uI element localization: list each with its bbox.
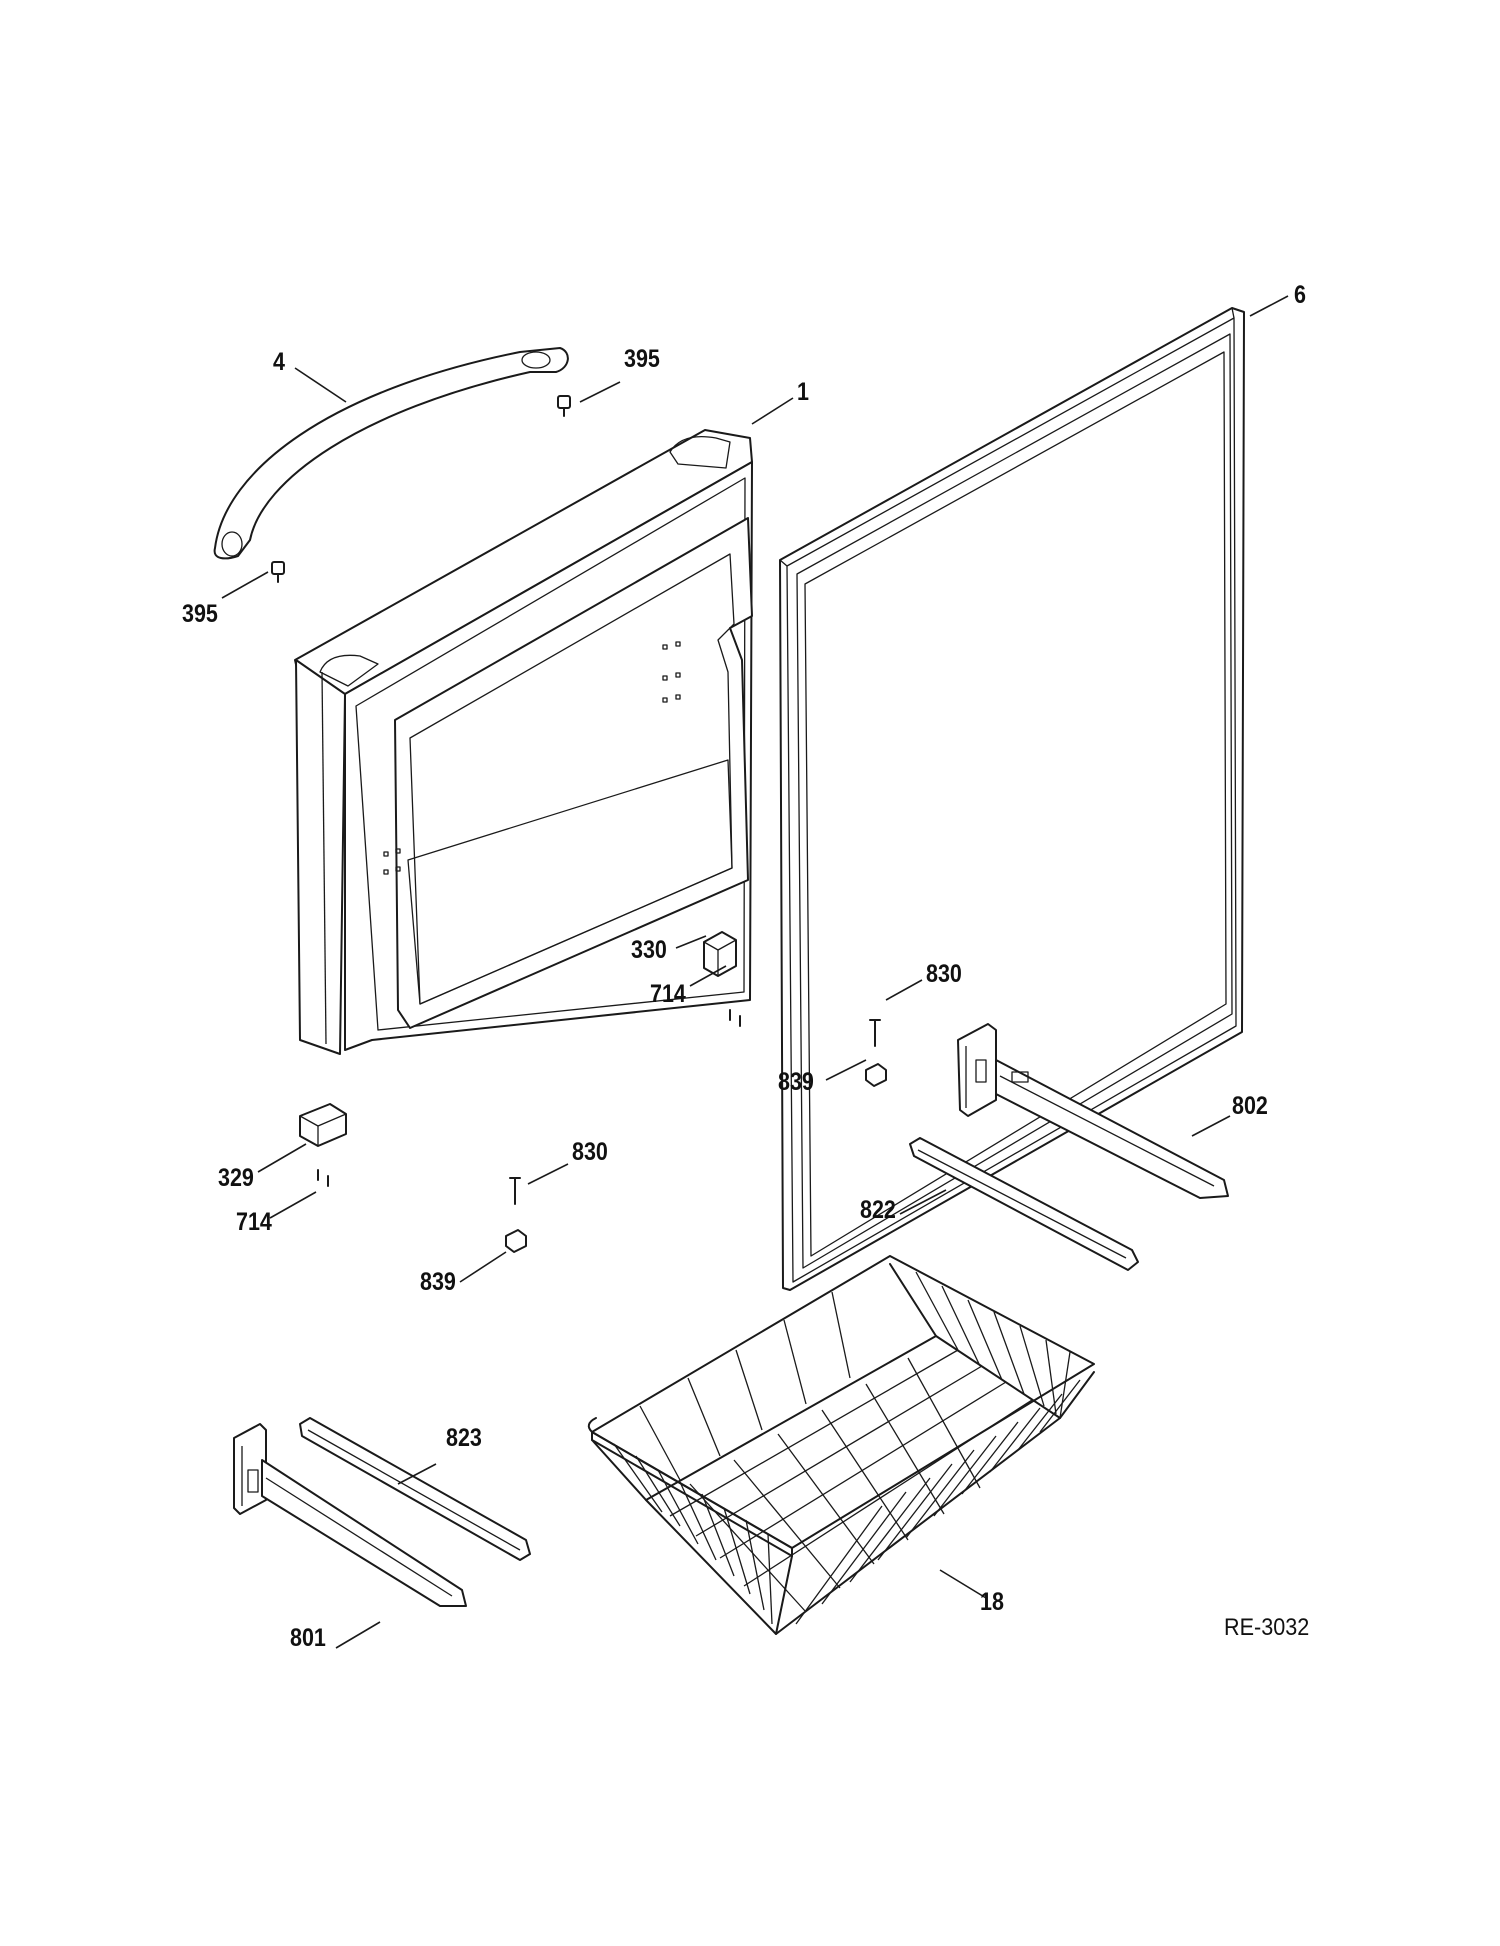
callout-802: 802	[1232, 1092, 1268, 1120]
reference-code: RE-3032	[1224, 1614, 1310, 1641]
part-830-screw-upper	[869, 1019, 881, 1047]
part-handle	[213, 347, 569, 560]
callout-823: 823	[446, 1424, 482, 1452]
part-door-gasket	[779, 307, 1245, 1291]
part-handle-screw-lower	[271, 561, 285, 583]
callout-830-lower: 830	[572, 1138, 608, 1166]
callout-714-upper: 714	[650, 980, 686, 1008]
callout-395-upper: 395	[624, 345, 660, 373]
callout-801: 801	[290, 1624, 326, 1652]
callout-330: 330	[631, 936, 667, 964]
part-slide-rail-823	[299, 1417, 531, 1561]
part-freezer-door	[294, 429, 753, 1055]
part-slide-bracket-left	[233, 1423, 467, 1607]
callout-1: 1	[797, 378, 809, 406]
callout-822: 822	[860, 1196, 896, 1224]
part-830-screw-lower	[509, 1177, 521, 1205]
part-329-block	[299, 1103, 347, 1147]
callout-830-upper: 830	[926, 960, 962, 988]
callout-714-lower: 714	[236, 1208, 272, 1236]
part-714-screws-upper	[729, 1009, 741, 1027]
part-330-block	[703, 931, 737, 977]
part-714-screws-lower	[317, 1169, 329, 1187]
callout-839-upper: 839	[778, 1068, 814, 1096]
part-839-clip-lower	[505, 1229, 527, 1253]
callout-395-lower: 395	[182, 600, 218, 628]
callout-6: 6	[1294, 281, 1306, 309]
callout-329: 329	[218, 1164, 254, 1192]
callout-4: 4	[273, 348, 285, 376]
callout-18: 18	[980, 1588, 1004, 1616]
part-slide-bracket-right	[957, 1023, 1229, 1199]
part-slide-rail-822	[909, 1137, 1139, 1271]
leader-lines	[221, 295, 1289, 1649]
part-handle-screw-upper	[557, 395, 571, 417]
part-wire-basket	[587, 1255, 1095, 1635]
part-839-clip-upper	[865, 1063, 887, 1087]
callout-839-lower: 839	[420, 1268, 456, 1296]
